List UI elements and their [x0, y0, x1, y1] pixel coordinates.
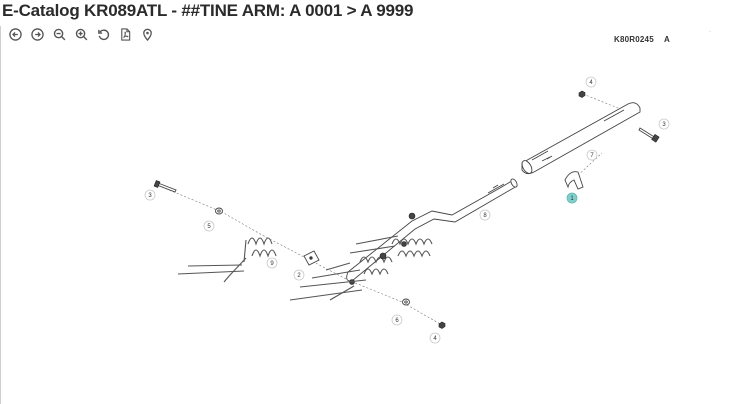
callout-label: 1 [570, 196, 574, 202]
zoom-in-icon [75, 28, 88, 41]
callout-label: 6 [395, 318, 399, 324]
callout-3-left[interactable]: 3 [144, 189, 156, 201]
rotate-ccw-icon [98, 29, 110, 41]
zoom-in-button[interactable] [72, 27, 91, 42]
nut-part-4-upper [578, 90, 586, 98]
callout-label: 4 [589, 80, 593, 86]
clamp-part-1 [564, 171, 584, 190]
callout-4-upper[interactable]: 4 [585, 76, 597, 88]
nut-part-4-lower [438, 321, 446, 329]
callout-3-right[interactable]: 3 [658, 118, 670, 130]
location-button[interactable] [138, 27, 157, 42]
callout-label: 5 [207, 224, 211, 230]
frame-border [0, 26, 1, 404]
next-button[interactable] [28, 27, 47, 42]
callout-label: 9 [270, 261, 274, 267]
tube-part-7 [521, 102, 641, 175]
callout-label: 7 [590, 153, 594, 159]
zoom-out-icon [53, 28, 66, 41]
callout-label: 2 [297, 273, 301, 279]
pdf-file-icon [121, 28, 131, 41]
callout-5[interactable]: 5 [203, 220, 215, 232]
map-pin-icon [143, 28, 152, 41]
bolt-part-3-left [153, 180, 177, 193]
callout-4-lower[interactable]: 4 [429, 332, 441, 344]
corner-mark: · [709, 29, 711, 35]
reset-button[interactable] [94, 27, 113, 42]
coil-springs [349, 212, 433, 285]
leader-lines [161, 93, 629, 326]
callout-label: 8 [483, 213, 487, 219]
washer-part-5 [215, 207, 223, 215]
drawing-reference: K80R0245 [614, 35, 654, 44]
previous-button[interactable] [6, 27, 25, 42]
pdf-button[interactable] [116, 27, 135, 42]
toolbar [6, 27, 157, 42]
arrow-right-circle-icon [31, 28, 44, 41]
callout-2[interactable]: 2 [293, 269, 305, 281]
callout-label: 4 [433, 336, 437, 342]
callout-9[interactable]: 9 [266, 257, 278, 269]
callout-1[interactable]: 1 [566, 192, 578, 204]
tine-arm-part-8 [346, 178, 518, 282]
callout-6[interactable]: 6 [391, 314, 403, 326]
callout-label: 3 [662, 122, 666, 128]
tine-part-9 [177, 237, 277, 283]
arrow-left-circle-icon [9, 28, 22, 41]
bolt-part-3-upper [638, 127, 660, 143]
callout-8[interactable]: 8 [479, 209, 491, 221]
callout-label: 3 [148, 193, 152, 199]
callout-7[interactable]: 7 [586, 149, 598, 161]
plate-part-2 [303, 250, 320, 266]
tines-on-arm [289, 235, 399, 301]
drawing-revision: A [664, 35, 670, 44]
zoom-out-button[interactable] [50, 27, 69, 42]
page-title: E-Catalog KR089ATL - ##TINE ARM: A 0001 … [2, 1, 414, 20]
washer-part-6 [402, 298, 410, 306]
